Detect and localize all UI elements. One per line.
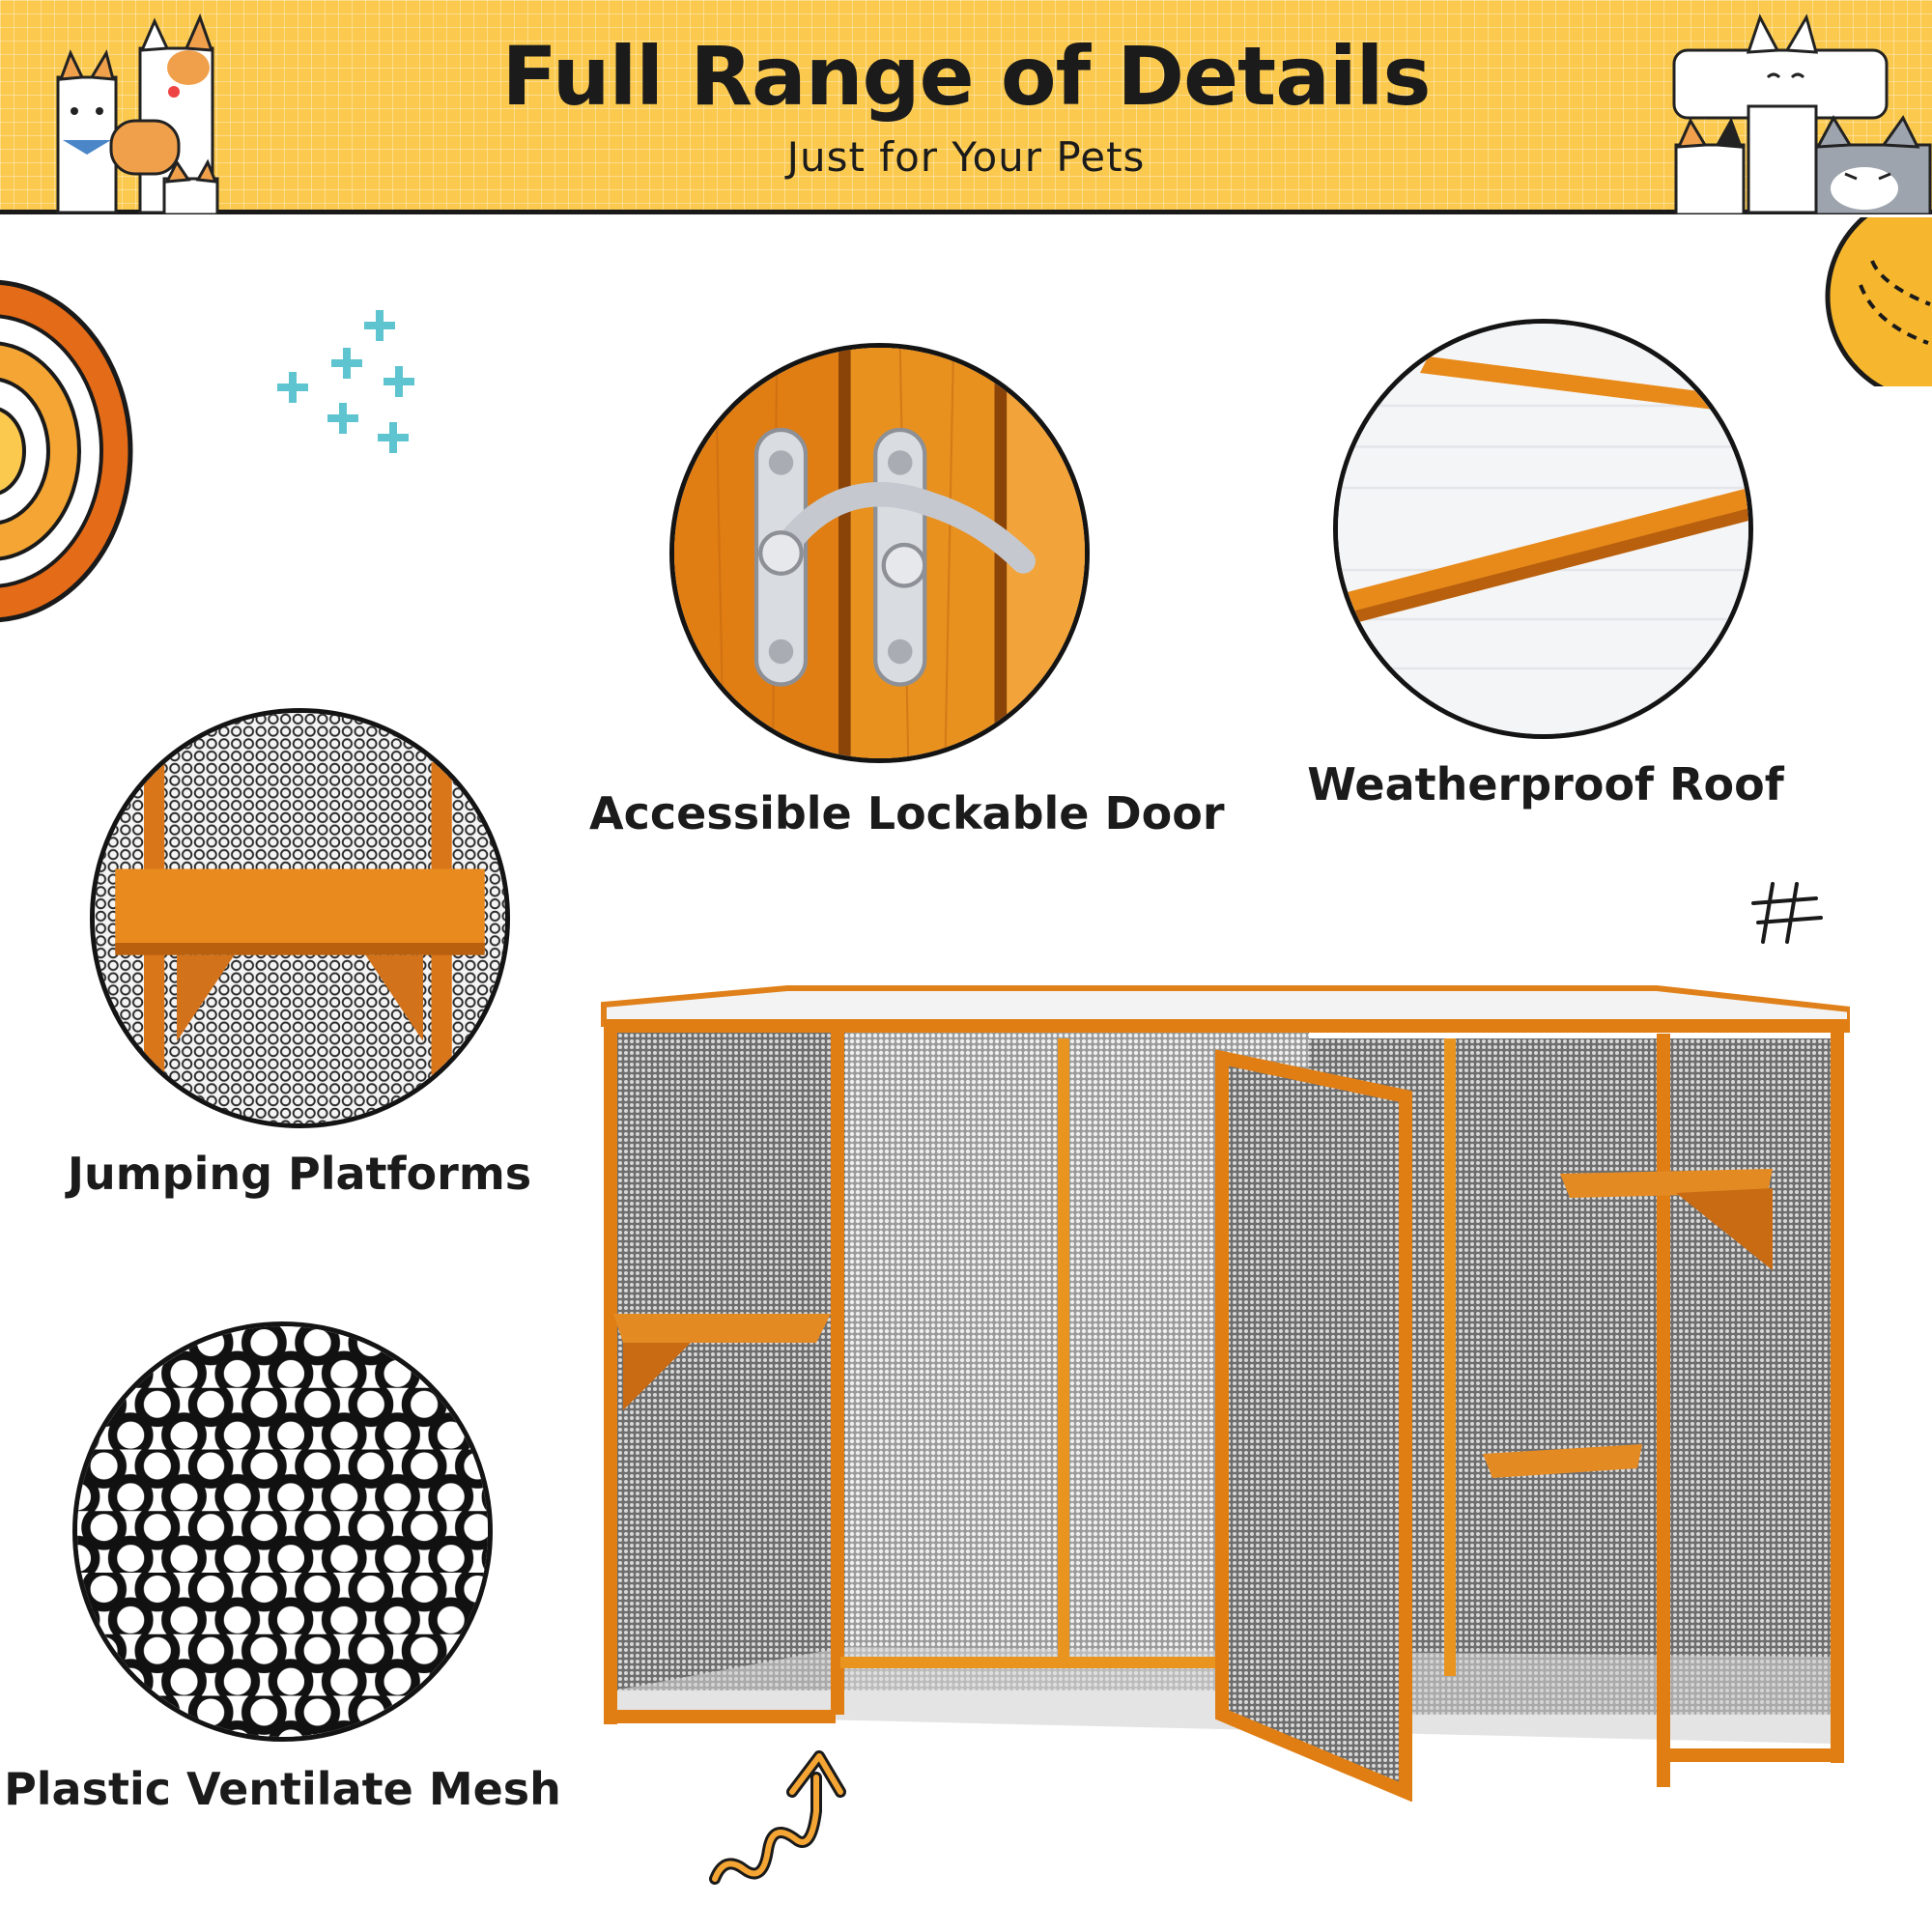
sparkle-crosses-decoration: [277, 310, 414, 453]
cat-enclosure-product-image: [594, 980, 1850, 1802]
roof-closeup-image: [1333, 319, 1753, 739]
feature-label-lockable-door: Accessible Lockable Door: [589, 787, 1225, 839]
page-title: Full Range of Details: [501, 29, 1432, 124]
feature-label-weatherproof-roof: Weatherproof Roof: [1307, 758, 1784, 810]
page-subtitle: Just for Your Pets: [786, 133, 1146, 181]
concentric-circles-decoration: [0, 279, 133, 623]
cats-illustration-left: [56, 13, 219, 214]
feature-label-ventilate-mesh: Plastic Ventilate Mesh: [4, 1763, 561, 1815]
cats-illustration-right: [1672, 14, 1932, 214]
mesh-closeup-image: [72, 1321, 493, 1742]
feature-label-jumping-platforms: Jumping Platforms: [67, 1148, 532, 1200]
platform-closeup-image: [90, 708, 510, 1128]
zigzag-arrow-decoration: [709, 1750, 846, 1885]
hash-doodle-decoration: [1751, 882, 1823, 944]
yarn-ball-decoration: [1825, 217, 1932, 386]
header-banner: Full Range of Details Just for Your Pets: [0, 0, 1932, 214]
latch-closeup-image: [669, 343, 1090, 763]
